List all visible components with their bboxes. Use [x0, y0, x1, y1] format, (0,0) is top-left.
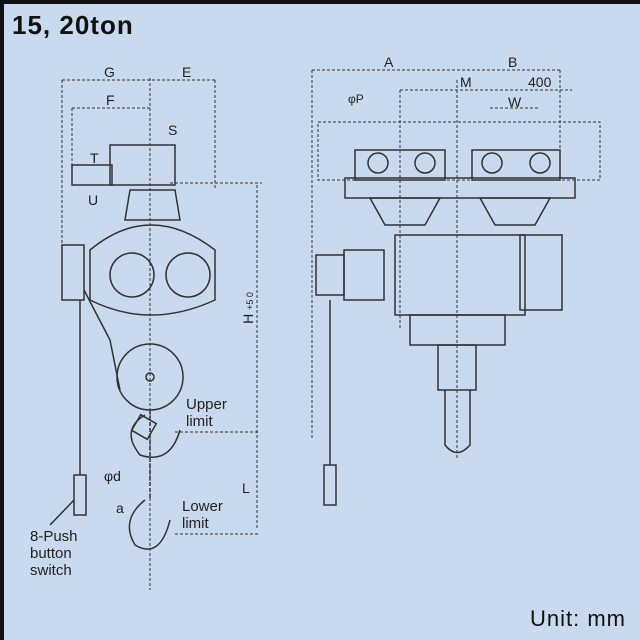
dim-s: S [168, 122, 178, 138]
lower-limit-line1: Lower [182, 498, 223, 515]
dim-h: H +5 0 [240, 292, 256, 324]
upper-limit-line2: limit [186, 413, 213, 430]
dim-p: φP [348, 92, 364, 106]
side-dimension-lines [61, 78, 262, 590]
pendant-line1: 8-Push [30, 528, 78, 545]
front-hoist-body [315, 149, 576, 506]
dim-f: F [106, 92, 115, 108]
dim-a-front: A [384, 54, 394, 70]
dim-e: E [182, 64, 192, 80]
unit-label: Unit: mm [530, 606, 626, 631]
dim-h-label: H [239, 313, 256, 324]
dim-t: T [90, 150, 99, 166]
diagram-title: 15, 20ton [12, 10, 134, 40]
upper-limit-line1: Upper [186, 396, 227, 413]
dim-g: G [104, 64, 115, 80]
dim-h-tolerance: +5 0 [244, 292, 255, 310]
dim-w: W [508, 94, 522, 110]
pendant-line2: button [30, 545, 72, 562]
dim-d: φd [104, 468, 121, 484]
dim-l: L [242, 480, 250, 496]
pendant-line3: switch [30, 562, 72, 579]
dim-a: a [116, 500, 124, 516]
front-dimension-lines [311, 69, 601, 460]
dim-400: 400 [528, 74, 552, 90]
lower-limit-line2: limit [182, 515, 209, 532]
side-hoist-body [49, 144, 216, 550]
dim-b: B [508, 54, 518, 70]
dim-m: M [460, 74, 472, 90]
dim-u: U [88, 192, 99, 208]
